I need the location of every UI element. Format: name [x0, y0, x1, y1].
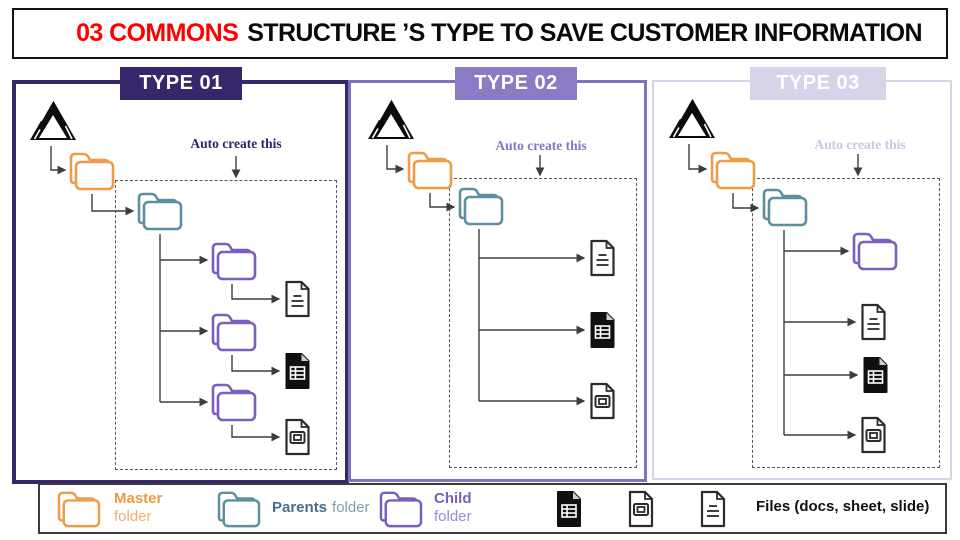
master-folder-icon: [406, 149, 454, 191]
docs-file-icon: [858, 303, 889, 341]
slide-title: 03 COMMONS STRUCTURE ’S TYPE TO SAVE CUST…: [12, 8, 948, 59]
sheets-file-icon: [860, 356, 891, 394]
sheets-file-icon: [554, 490, 584, 528]
auto-create-label: Auto create this: [190, 136, 282, 151]
child-folder-icon: [210, 381, 258, 423]
type-01-header: TYPE 01: [120, 67, 242, 100]
master-folder-icon: [709, 149, 757, 191]
child-folder-label: Child folder: [434, 490, 472, 525]
title-highlight: 03 COMMONS: [76, 19, 239, 47]
parents-folder-icon: [136, 190, 184, 232]
google-drive-icon: [28, 98, 78, 144]
auto-create-zone: [752, 178, 940, 468]
auto-create-label: Auto create this: [814, 137, 906, 152]
type-02-panel: Auto create this: [348, 80, 647, 482]
child-folder-icon: [210, 240, 258, 282]
auto-create-label: Auto create this: [495, 138, 587, 153]
master-folder-icon: [56, 489, 102, 529]
type-02-label: TYPE 02: [474, 72, 558, 94]
slides-file-icon: [282, 418, 313, 456]
slides-file-icon: [858, 416, 889, 454]
master-folder-label: Master folder: [114, 490, 163, 525]
google-drive-icon: [667, 96, 717, 142]
slides-file-icon: [587, 382, 618, 420]
sheets-file-icon: [587, 311, 618, 349]
parents-folder-icon: [761, 186, 809, 228]
type-01-label: TYPE 01: [139, 72, 223, 94]
docs-file-icon: [698, 490, 728, 528]
parents-folder-icon: [216, 489, 262, 529]
docs-file-icon: [282, 280, 313, 318]
auto-create-zone: [449, 178, 637, 468]
type-01-panel: Auto create this: [12, 80, 349, 484]
master-folder-icon: [68, 150, 116, 192]
sheets-file-icon: [282, 352, 313, 390]
child-folder-icon: [378, 489, 424, 529]
docs-file-icon: [587, 239, 618, 277]
type-03-label: TYPE 03: [776, 72, 860, 94]
type-03-header: TYPE 03: [750, 67, 886, 100]
title-text: STRUCTURE ’S TYPE TO SAVE CUSTOMER INFOR…: [247, 19, 922, 47]
auto-create-zone: [115, 180, 337, 470]
parents-folder-icon: [457, 185, 505, 227]
child-folder-icon: [851, 230, 899, 272]
google-drive-icon: [366, 97, 416, 143]
type-03-panel: Auto create this: [652, 80, 952, 480]
type-02-header: TYPE 02: [455, 67, 577, 100]
slides-file-icon: [626, 490, 656, 528]
files-legend-label: Files (docs, sheet, slide): [756, 498, 930, 515]
child-folder-icon: [210, 311, 258, 353]
